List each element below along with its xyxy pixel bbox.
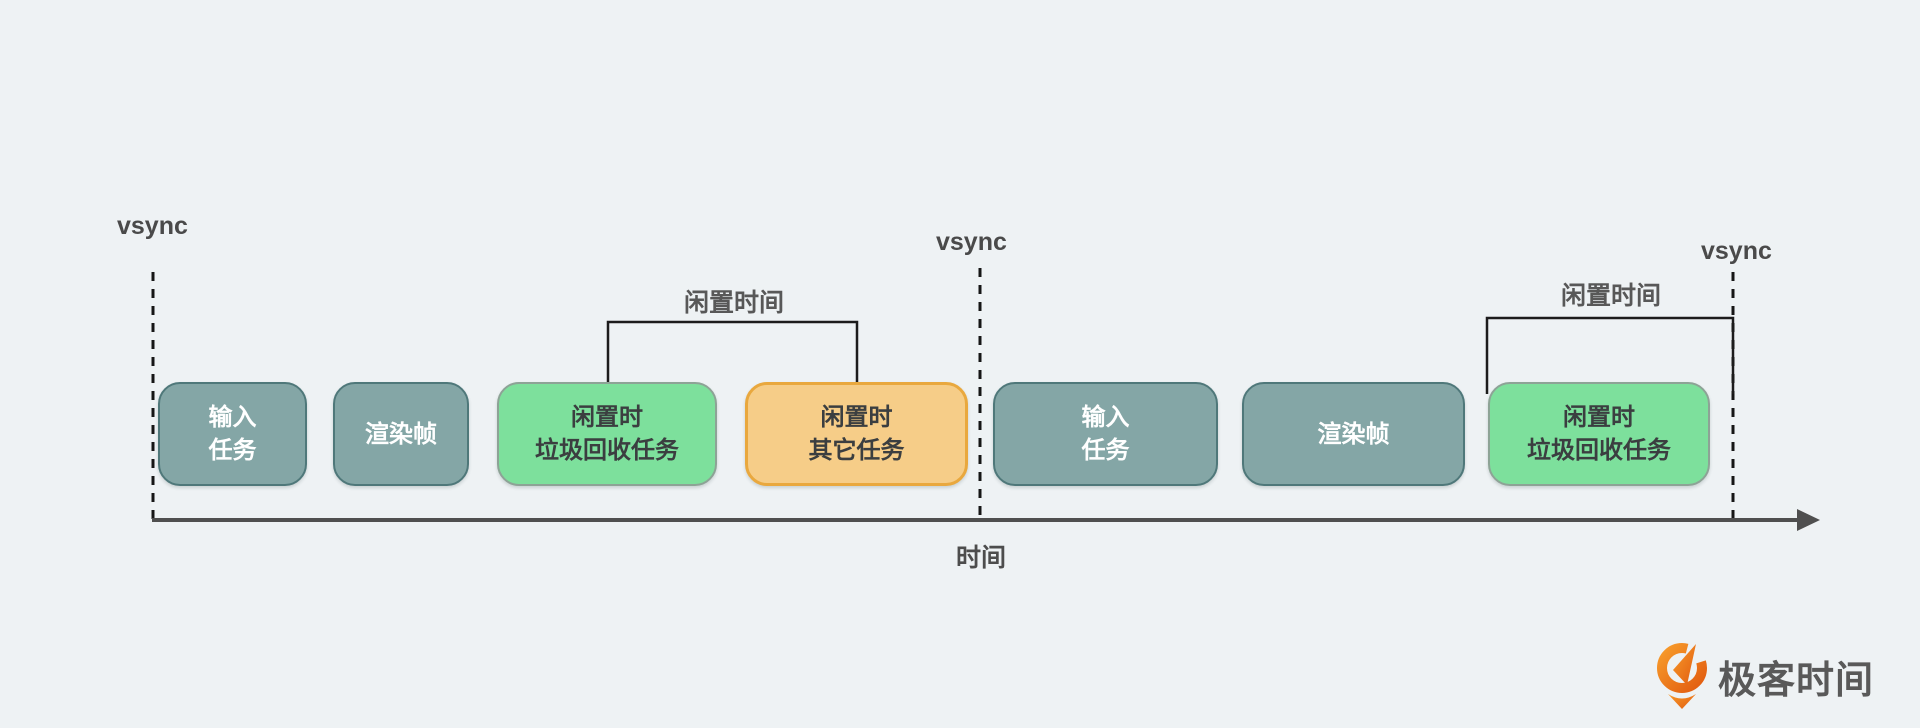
vsync-label-1: vsync [117,212,188,240]
task-box-render-1: 渲染帧 [333,382,469,486]
task-box-idle-gc-1: 闲置时 垃圾回收任务 [497,382,717,486]
geektime-logo-text: 极客时间 [1718,659,1875,702]
task-box-idle-other-1: 闲置时 其它任务 [745,382,968,486]
geektime-logo-icon [1657,643,1707,709]
task-box-input-2: 输入 任务 [993,382,1218,486]
task-box-idle-gc-2: 闲置时 垃圾回收任务 [1488,382,1710,486]
task-box-input-1: 输入 任务 [158,382,307,486]
time-axis-arrowhead [1797,509,1820,531]
idle-time-label-1: 闲置时间 [683,289,785,317]
idle-time-label-2: 闲置时间 [1560,282,1662,310]
task-box-render-2: 渲染帧 [1242,382,1465,486]
vsync-label-2: vsync [936,228,1007,256]
time-axis-label: 时间 [955,544,1007,572]
idle-bracket-line-1 [606,320,859,382]
geektime-logo: 极客时间 [1652,640,1874,712]
vsync-label-3: vsync [1701,237,1772,265]
